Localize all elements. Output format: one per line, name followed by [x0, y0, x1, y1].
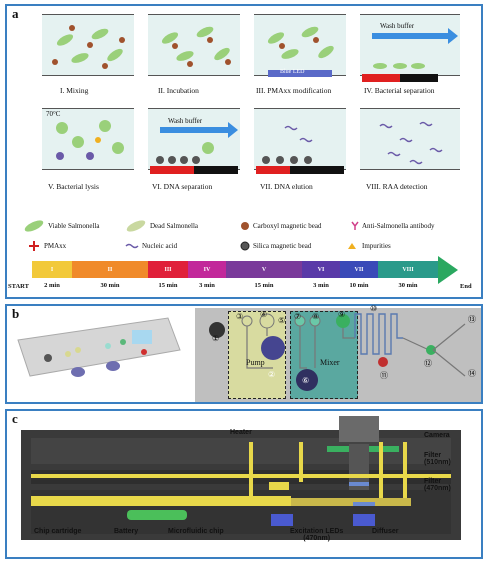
dead-salmonella-icon	[126, 220, 146, 232]
port-6-label: ⑥	[302, 376, 310, 385]
port-3-label: ③	[236, 312, 244, 321]
timeline-time-4: 3 min	[199, 282, 215, 289]
port-5-label: ⑤	[278, 316, 286, 325]
legend-icons	[24, 220, 359, 251]
pump-label: Pump	[246, 358, 265, 367]
timeline-seg-1: I	[32, 261, 72, 278]
device-cross-section	[21, 416, 461, 540]
timeline-seg-6: VI	[302, 261, 340, 278]
timeline-seg-8: VIII	[378, 261, 438, 278]
port-7-label: ⑦	[294, 312, 302, 321]
legend-carboxyl-bead: Carboxyl magnetic bead	[253, 222, 322, 230]
excitation-leds-label: Excitation LEDs (470nm)	[290, 528, 344, 542]
carboxyl-bead-icon	[241, 222, 249, 230]
battery-label: Battery	[114, 528, 139, 535]
step-incubation-chamber	[148, 14, 240, 76]
port-13-label: ⑬	[468, 315, 476, 324]
timeline-time-1: 2 min	[44, 282, 60, 289]
port-1-label: ①	[212, 334, 220, 343]
step-caption-2: II. Incubation	[158, 86, 199, 95]
port-2-label: ②	[268, 370, 276, 379]
timeline-end: End	[460, 283, 472, 290]
step-pmaxx-chamber	[254, 14, 346, 76]
legend-impurities: Impurities	[362, 242, 391, 250]
timeline-time-6: 3 min	[313, 282, 329, 289]
port-14-label: ⑭	[468, 369, 476, 378]
step-caption-7: VII. DNA elution	[260, 182, 313, 191]
panel-c-label: c	[12, 411, 18, 426]
port-4-label: ④	[260, 310, 268, 319]
timeline-start: START	[8, 283, 29, 290]
silica-bead-icon	[240, 241, 250, 251]
chip-cartridge-label: Chip cartridge	[34, 528, 82, 535]
nucleic-acid-icon	[125, 243, 139, 249]
panel-b-label: b	[12, 306, 20, 321]
step-caption-3: III. PMAxx modification	[256, 86, 332, 95]
filter-470-label: Filter (470nm)	[424, 478, 451, 492]
heater-label: Heater	[230, 429, 252, 436]
port-9-label: ⑨	[338, 310, 346, 319]
step-caption-4: IV. Bacterial separation	[364, 86, 435, 95]
step-2-bacteria	[161, 26, 231, 67]
timeline-time-3: 15 min	[158, 282, 178, 289]
microfluidic-chip-label: Microfluidic chip	[168, 528, 224, 535]
mixer-label: Mixer	[320, 358, 340, 367]
blue-led-label: Blue LED	[280, 69, 305, 75]
port-12-label: ⑫	[424, 359, 432, 368]
step-1-bacteria	[52, 25, 125, 69]
step-6-dna-separation	[150, 122, 238, 174]
pmaxx-icon	[29, 241, 39, 251]
timeline-time-7: 10 min	[349, 282, 369, 289]
panel-a-label: a	[12, 6, 19, 21]
chip-3d-view	[17, 317, 181, 377]
legend-viable-salmonella: Viable Salmonella	[48, 222, 100, 230]
wash-buffer-label-2: Wash buffer	[168, 117, 203, 125]
step-4-separation	[362, 28, 458, 82]
timeline-seg-4: IV	[188, 261, 226, 278]
port-11-label: ⑪	[380, 371, 388, 380]
filter-510-label: Filter (510nm)	[424, 452, 451, 466]
legend-pmaxx: PMAxx	[44, 242, 67, 250]
viable-salmonella-icon	[24, 220, 44, 232]
antibody-icon	[351, 221, 359, 230]
legend-silica-bead: Silica magnetic bead	[253, 242, 312, 250]
step-caption-6: VI. DNA separation	[152, 182, 213, 191]
timeline-seg-7: VII	[340, 261, 378, 278]
step-caption-1: I. Mixing	[60, 86, 89, 95]
wash-buffer-label-1: Wash buffer	[380, 22, 415, 30]
step-raa-chamber	[360, 108, 460, 170]
timeline-time-8: 30 min	[398, 282, 418, 289]
timeline-seg-3: III	[148, 261, 188, 278]
legend-nucleic-acid: Nucleic acid	[142, 242, 178, 250]
legend-dead-salmonella: Dead Salmonella	[150, 222, 199, 230]
chip-channels	[209, 313, 466, 391]
step-7-dna-elution	[256, 125, 344, 174]
port-8-label: ⑧	[312, 312, 320, 321]
temperature-label: 70°C	[46, 110, 61, 118]
port-10-label: ⑩	[370, 304, 378, 313]
step-lysis-chamber	[42, 108, 134, 170]
timeline-seg-5: V	[226, 261, 302, 278]
step-illustrations	[52, 25, 458, 174]
impurities-icon	[348, 243, 356, 249]
step-caption-8: VIII. RAA detection	[366, 182, 428, 191]
legend-antibody: Anti-Salmonella antibody	[362, 222, 435, 230]
step-8-raa	[379, 121, 443, 165]
timeline-time-5: 15 min	[254, 282, 274, 289]
step-5-lysis	[56, 120, 124, 160]
timeline-time-2: 30 min	[100, 282, 120, 289]
timeline-seg-2: II	[72, 261, 148, 278]
step-3-bacteria	[267, 26, 334, 77]
timeline-arrowhead	[438, 256, 458, 284]
diffuser-label: Diffuser	[372, 528, 399, 535]
camera-label: Camera	[424, 432, 450, 439]
step-caption-5: V. Bacterial lysis	[48, 182, 99, 191]
